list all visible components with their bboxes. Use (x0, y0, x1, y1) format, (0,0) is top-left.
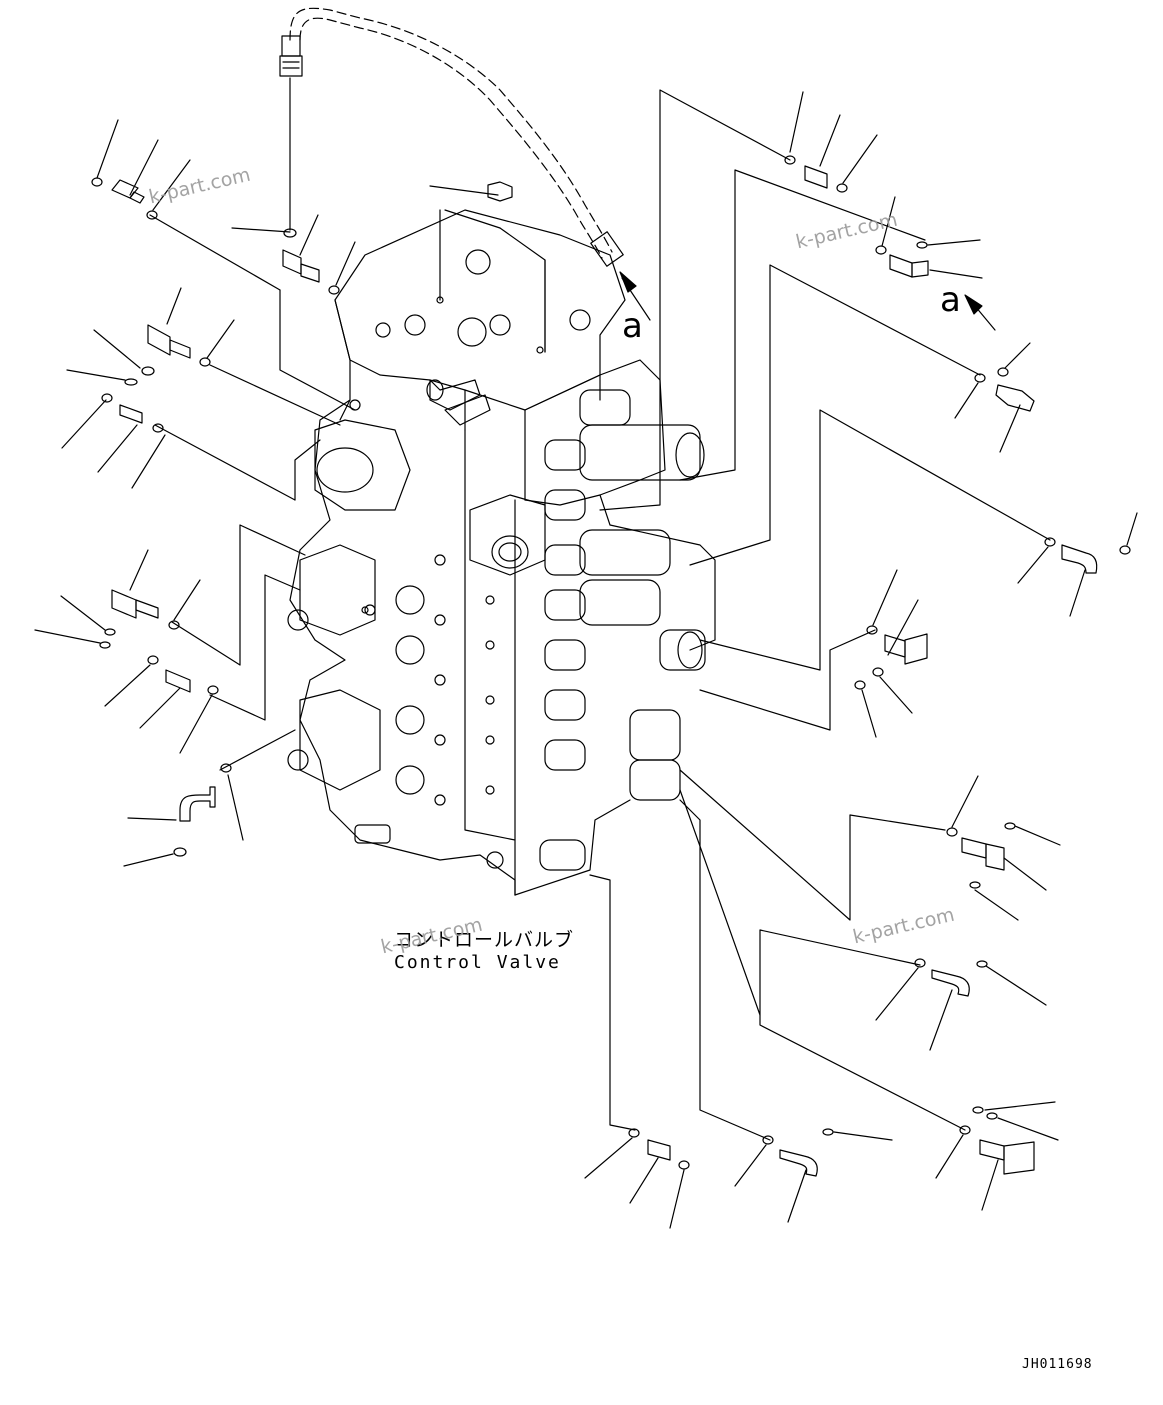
drawing-number: JH011698 (1022, 1357, 1093, 1372)
view-marker-a-right: a (940, 280, 961, 320)
fittings-left (35, 120, 512, 866)
control-valve-body (288, 210, 715, 895)
caption-english: Control Valve (394, 952, 561, 973)
caption-japanese: コントロールバルブ (394, 929, 575, 951)
fittings-right (585, 92, 1137, 1228)
leader-lines (150, 90, 1050, 1140)
pilot-hose (280, 8, 623, 266)
view-marker-a-top: a (622, 306, 643, 346)
